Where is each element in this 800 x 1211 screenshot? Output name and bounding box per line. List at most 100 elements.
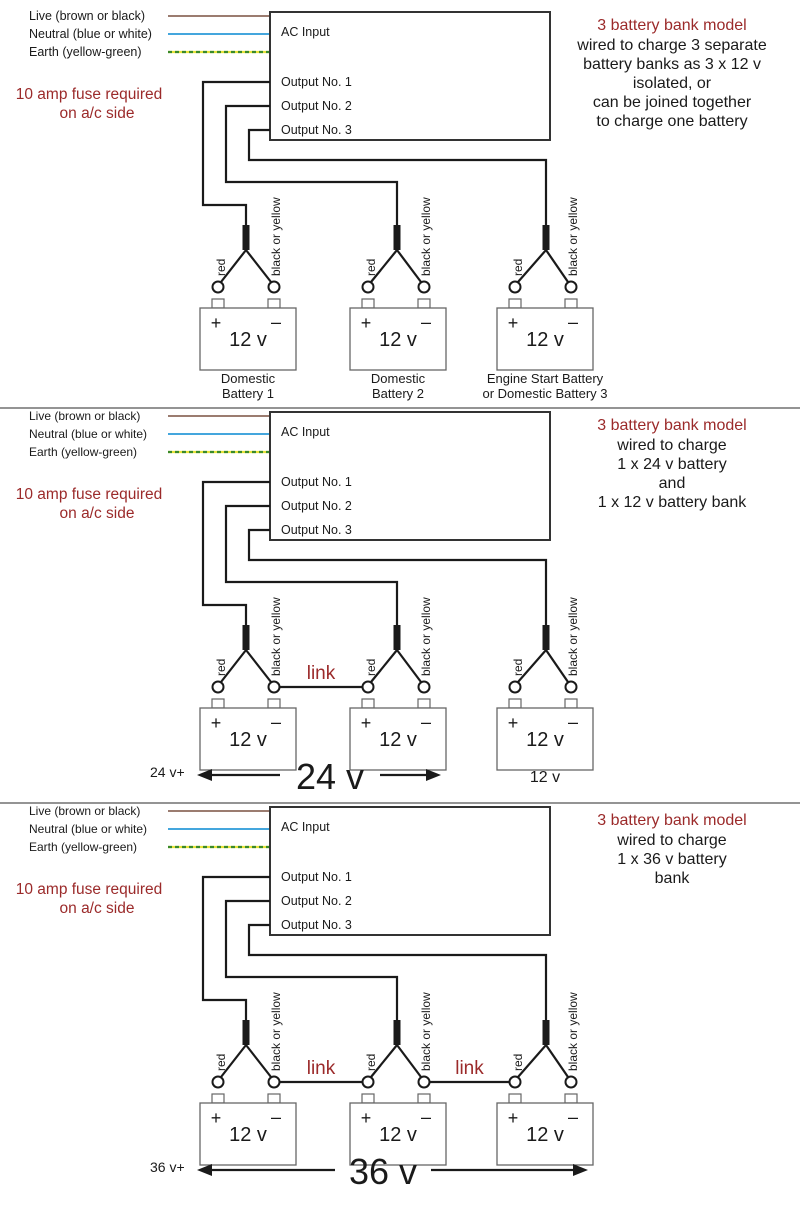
live-label: Live (brown or black) bbox=[29, 804, 140, 818]
black-lead bbox=[245, 249, 272, 283]
lead-connector-plug bbox=[242, 225, 250, 250]
model-description-line: can be joined together bbox=[593, 94, 752, 111]
lead-connector-plug bbox=[542, 625, 550, 650]
output-label-3: Output No. 3 bbox=[281, 523, 352, 537]
output-3-wire bbox=[247, 923, 548, 1020]
model-description-line: 1 x 12 v battery bank bbox=[598, 494, 748, 511]
output-label-3: Output No. 3 bbox=[281, 123, 352, 137]
standalone-battery-caption: 12 v bbox=[530, 769, 560, 786]
minus-sign: – bbox=[271, 1107, 281, 1127]
red-lead bbox=[517, 1044, 547, 1078]
red-lead bbox=[220, 1044, 247, 1078]
output-3-wire bbox=[247, 528, 548, 625]
arrow-right-icon bbox=[426, 769, 441, 781]
red-lead bbox=[220, 649, 247, 683]
battery-body bbox=[496, 1102, 594, 1166]
charger-box bbox=[269, 806, 551, 936]
red-clamp-ring bbox=[361, 1075, 375, 1089]
battery-body bbox=[349, 1102, 447, 1166]
black-clamp-ring bbox=[267, 280, 281, 294]
model-description-line: and bbox=[659, 475, 686, 492]
red-lead bbox=[220, 249, 247, 283]
red-clamp-ring bbox=[508, 280, 522, 294]
red-lead-label: red bbox=[364, 659, 378, 676]
bank-total-voltage: 36 v bbox=[349, 1151, 417, 1192]
fuse-note-line-2: on a/c side bbox=[60, 105, 135, 122]
output-label-2: Output No. 2 bbox=[281, 99, 352, 113]
plus-sign: + bbox=[361, 313, 372, 333]
output-1-wire bbox=[201, 480, 270, 625]
black-lead bbox=[396, 649, 422, 683]
red-lead bbox=[517, 649, 547, 683]
plus-sign: + bbox=[211, 1108, 222, 1128]
black-lead bbox=[545, 649, 569, 683]
positive-terminal bbox=[211, 1093, 225, 1104]
red-lead-label: red bbox=[511, 259, 525, 276]
black-clamp-ring bbox=[417, 280, 431, 294]
battery-body bbox=[349, 307, 447, 371]
live-label: Live (brown or black) bbox=[29, 9, 145, 23]
battery-voltage-label: 12 v bbox=[379, 729, 417, 751]
black-clamp-ring bbox=[267, 680, 281, 694]
positive-terminal bbox=[361, 298, 375, 309]
fuse-note-line-1: 10 amp fuse required bbox=[16, 486, 162, 503]
red-lead bbox=[370, 1044, 398, 1078]
black-lead-label: black or yellow bbox=[419, 992, 433, 1071]
minus-sign: – bbox=[271, 712, 281, 732]
minus-sign: – bbox=[568, 712, 578, 732]
lead-connector-plug bbox=[393, 225, 401, 250]
plus-sign: + bbox=[361, 1108, 372, 1128]
black-lead-label: black or yellow bbox=[269, 992, 283, 1071]
lead-connector-plug bbox=[242, 625, 250, 650]
model-description-line: to charge one battery bbox=[596, 113, 747, 130]
positive-terminal bbox=[211, 698, 225, 709]
positive-terminal bbox=[508, 1093, 522, 1104]
black-clamp-ring bbox=[564, 1075, 578, 1089]
red-clamp-ring bbox=[211, 680, 225, 694]
lead-connector-plug bbox=[393, 625, 401, 650]
negative-terminal bbox=[564, 298, 578, 309]
plus-sign: + bbox=[508, 713, 519, 733]
positive-terminal bbox=[211, 298, 225, 309]
negative-terminal bbox=[564, 698, 578, 709]
black-lead bbox=[545, 1044, 569, 1078]
fuse-note-line-2: on a/c side bbox=[60, 900, 135, 917]
plus-sign: + bbox=[211, 313, 222, 333]
output-2-wire bbox=[224, 104, 399, 225]
black-lead bbox=[545, 249, 569, 283]
battery-voltage-label: 12 v bbox=[526, 729, 564, 751]
charger-box bbox=[269, 11, 551, 141]
minus-sign: – bbox=[421, 1107, 431, 1127]
red-lead bbox=[370, 649, 398, 683]
model-description-line: wired to charge 3 separate bbox=[576, 37, 767, 54]
minus-sign: – bbox=[271, 312, 281, 332]
red-lead-label: red bbox=[511, 659, 525, 676]
black-lead bbox=[245, 1044, 272, 1078]
neutral-label: Neutral (blue or white) bbox=[29, 822, 147, 836]
battery-caption-line: Battery 2 bbox=[372, 386, 424, 401]
battery-voltage-label: 12 v bbox=[526, 1124, 564, 1146]
ac-input-label: AC Input bbox=[281, 25, 330, 39]
red-lead bbox=[517, 249, 547, 283]
link-label: link bbox=[307, 663, 336, 684]
red-lead-label: red bbox=[364, 1054, 378, 1071]
model-description-line: 1 x 24 v battery bbox=[617, 456, 726, 473]
output-2-wire bbox=[224, 504, 399, 625]
red-clamp-ring bbox=[211, 280, 225, 294]
positive-terminal bbox=[361, 698, 375, 709]
arrow-left-icon bbox=[197, 1164, 212, 1176]
ac-input-label: AC Input bbox=[281, 425, 330, 439]
model-description-line: isolated, or bbox=[633, 75, 712, 92]
battery-body bbox=[496, 307, 594, 371]
red-lead-label: red bbox=[214, 659, 228, 676]
plus-sign: + bbox=[211, 713, 222, 733]
model-description-line: 1 x 36 v battery bbox=[617, 851, 726, 868]
model-description-line: bank bbox=[655, 870, 691, 887]
link-label: link bbox=[307, 1058, 336, 1079]
